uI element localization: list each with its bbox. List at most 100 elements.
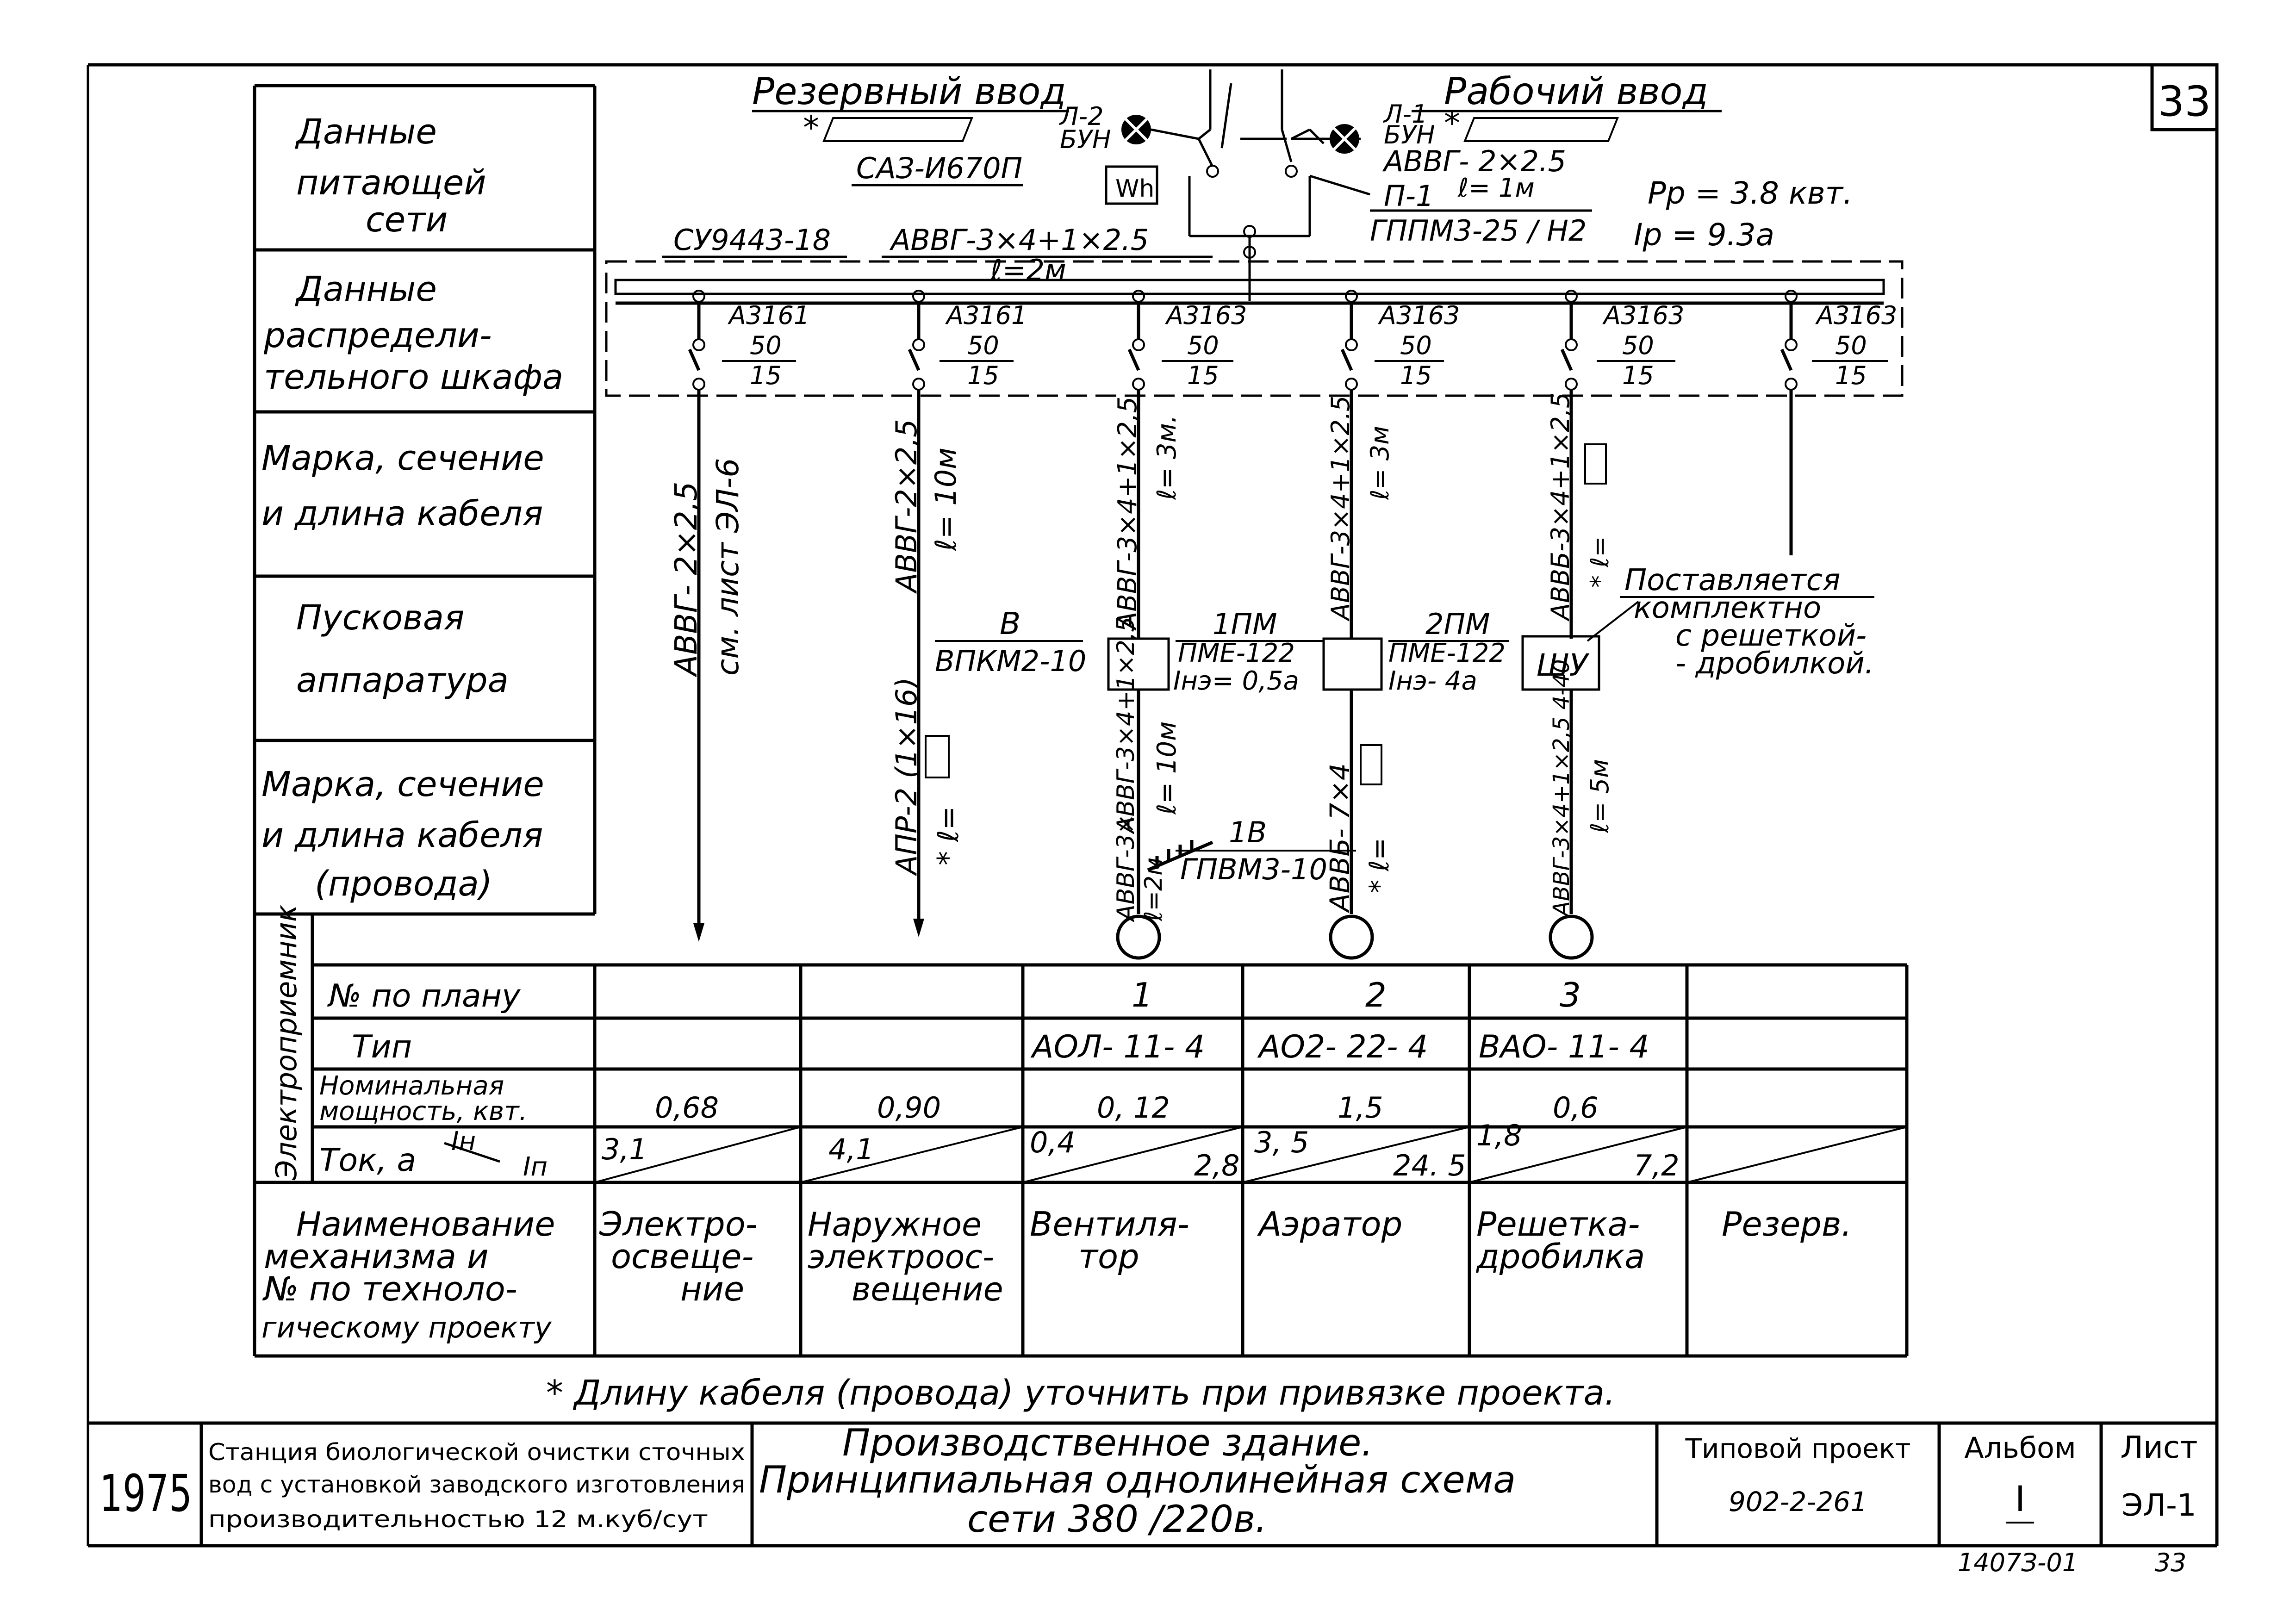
receiver-table	[253, 914, 1909, 1358]
feeder-5: ШУ А3163 50 15 АВВБ-3×4+1×2,5 * ℓ= АВВГ-…	[1521, 290, 1684, 960]
label-type: Тип	[352, 1029, 412, 1065]
feeder-3-setting: 15	[1187, 361, 1219, 390]
feeder-1-cable-note: см. лист ЭЛ-6	[710, 458, 746, 676]
feeder-4-wire: АВВБ- 7×4	[1324, 763, 1356, 914]
receiver-column-5: 3 ВАО- 11- 4 0,6 1,8 7,2 Решетка- дробил…	[1475, 976, 1680, 1276]
sheet-label: Лист	[2120, 1430, 2197, 1465]
feeder-4-wire-note: * ℓ=	[1363, 838, 1395, 893]
feeder-2-wire-note: * ℓ=	[931, 806, 965, 865]
feeder-2-starter-type: ВПКМ2-10	[935, 644, 1086, 678]
title-block	[88, 1421, 2217, 1546]
receiver-row-labels: № по плану Тип Номинальная мощность, квт…	[261, 978, 555, 1344]
feeder-5-breaker: А3163	[1602, 301, 1684, 330]
feeder-4-cable: АВВГ-3×4+1×2.5	[1326, 396, 1355, 622]
left-row-3-line-2: и длина кабеля	[261, 494, 543, 534]
label-in: Iн	[451, 1126, 476, 1157]
label-ip: Iп	[523, 1152, 548, 1182]
feeder-4-starter-type: ПМЕ-122	[1388, 638, 1506, 668]
label-power-1: Номинальная	[319, 1071, 504, 1101]
corner-code: 1407З-01	[1958, 1548, 2078, 1577]
feeder-4-cable-note: ℓ= 3м	[1365, 426, 1394, 500]
col-3-in: 0,4	[1030, 1126, 1076, 1159]
label-plan-no: № по плану	[327, 978, 521, 1014]
left-row-3-line-1: Марка, сечение	[261, 438, 544, 478]
current-i: Iр = 9.3а	[1634, 217, 1774, 253]
switch-type: ГППМ3-25 / Н2	[1370, 214, 1587, 248]
left-row-4-line-1: Пусковая	[296, 598, 465, 638]
col-2-name-1: Наружное	[808, 1206, 982, 1244]
cabinet-cable: АВВГ-3×4+1×2.5	[889, 223, 1149, 257]
col-4-name-1: Аэратор	[1257, 1205, 1402, 1244]
feeder-4-wire-blank	[1360, 744, 1382, 785]
input-junction	[1243, 225, 1256, 238]
col-2-name-2: электроос-	[808, 1238, 994, 1276]
left-row-1-line-1: Данные	[295, 112, 437, 152]
project-number: 902-2-261	[1729, 1486, 1867, 1517]
feeder-3-starter: 1ПМ	[1213, 607, 1277, 641]
feeder-1-setting: 15	[750, 361, 782, 390]
feeder-3-wire-note: ℓ= 10м	[1152, 721, 1182, 815]
corner-page: 33	[2155, 1548, 2187, 1577]
supplied-note: Поставляется комплектно с решеткой- - др…	[1587, 563, 1874, 681]
col-4-plan: 2	[1365, 976, 1387, 1014]
power-p: Pр = 3.8 квт.	[1648, 175, 1853, 211]
work-input-label: Рабочий ввод	[1444, 70, 1708, 113]
feeder-5-wire: АВВГ-3×4+1×2,5 4-40	[1549, 659, 1574, 918]
label-mechanism-4: гическому проекту	[261, 1311, 552, 1344]
col-5-name-2: дробилка	[1475, 1237, 1645, 1276]
receiver-column-3: 1 АОЛ- 11- 4 0, 12 0,4 2,8 Вентиля- тор	[1030, 976, 1240, 1276]
feeder-3-post-type: ГПВМ3-10	[1180, 852, 1327, 886]
work-lamp-type: БУН	[1384, 120, 1435, 149]
feeder-2: А3161 50 15 АВВГ-2×2,5 ℓ= 10м В ВПКМ2-10…	[890, 290, 1086, 937]
feeder-5-wire-note: ℓ= 5м	[1585, 759, 1614, 833]
col-6-name-1: Резерв.	[1722, 1205, 1852, 1244]
feeder-3-wire2: АВВГ-3×	[1112, 814, 1140, 922]
feeder-4-starter-current: Iнэ- 4а	[1388, 666, 1477, 696]
year: 1975	[100, 1464, 192, 1523]
feeder-3-cable-note: ℓ= 3м.	[1152, 415, 1182, 500]
busbar	[614, 279, 1885, 295]
left-row-2: Данные распредели- тельного шкафа	[263, 269, 563, 397]
feeder-3-post-icon	[1147, 840, 1213, 872]
reserve-input-label: Резервный ввод	[752, 70, 1066, 113]
footnote: * Длину кабеля (провода) уточнить при пр…	[546, 1373, 1615, 1413]
col-1-name-1: Электро-	[599, 1205, 758, 1244]
feeder-5-cable: АВВБ-3×4+1×2,5	[1546, 392, 1575, 622]
col-5-plan: 3	[1560, 976, 1581, 1014]
feeder-4-breaker: А3163	[1378, 301, 1460, 330]
feeder-6-rated: 50	[1835, 331, 1867, 360]
album-label: Альбом	[1964, 1431, 2076, 1465]
work-cable-length: ℓ= 1м	[1457, 173, 1535, 203]
reserve-lamp-type: БУН	[1060, 125, 1111, 154]
feeder-5-starter: ШУ	[1537, 647, 1590, 683]
label-power-2: мощность, квт.	[319, 1096, 527, 1126]
supplied-note-line-3: с решеткой-	[1675, 619, 1867, 653]
feeder-5-cable-note: * ℓ=	[1585, 536, 1614, 588]
cabinet-section: СУ9443-18 АВВГ-3×4+1×2.5 ℓ=2м	[605, 223, 1904, 397]
feeder-2-rated: 50	[967, 331, 999, 360]
work-lamp-code: Л-1	[1383, 99, 1427, 129]
left-row-4-line-2: аппаратура	[296, 660, 509, 700]
left-row-5-line-1: Марка, сечение	[261, 765, 544, 804]
col-5-power: 0,6	[1553, 1091, 1599, 1125]
station-line-2: вод с установкой заводского изготовления	[208, 1471, 745, 1498]
feeder-2-setting: 15	[967, 361, 999, 390]
work-contact	[1285, 165, 1298, 178]
work-mark: *	[1444, 104, 1460, 142]
left-row-5-line-2: и длина кабеля	[261, 815, 543, 855]
drawing-title-line-3: сети 380 /220в.	[967, 1498, 1267, 1541]
page-number: 33	[2158, 77, 2211, 126]
left-row-1-line-2: питающей	[296, 163, 486, 203]
left-row-2-line-3: тельного шкафа	[264, 357, 563, 397]
meter-box	[1105, 165, 1158, 205]
reserve-contact	[1206, 165, 1219, 178]
receiver-column-1: 0,68 3,1 Электро- освеще- ние	[599, 1091, 758, 1308]
meter-type: САЗ-И670П	[856, 151, 1022, 185]
work-blank-box	[1463, 117, 1619, 142]
col-3-name-2: тор	[1078, 1237, 1139, 1276]
project-label: Типовой проект	[1685, 1433, 1910, 1464]
feeder-4-starter: 2ПМ	[1425, 607, 1490, 641]
feeder-2-wire-blank	[925, 735, 950, 778]
receiver-group-label: Электроприемник	[269, 904, 303, 1181]
cabinet-length: ℓ=2м	[990, 253, 1066, 287]
